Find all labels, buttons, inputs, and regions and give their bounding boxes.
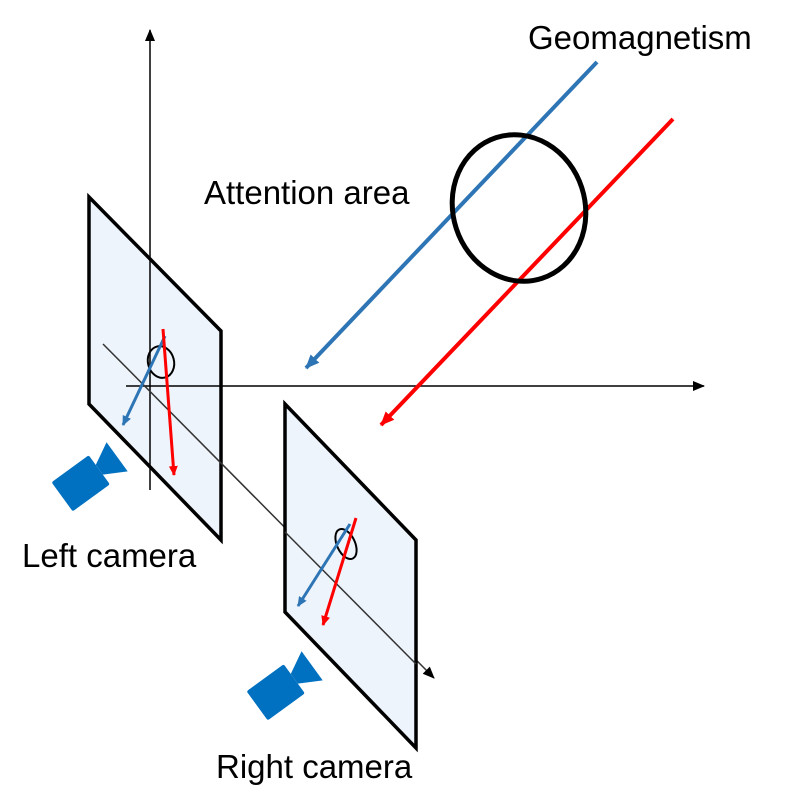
attention-area-label: Attention area — [204, 174, 410, 211]
attention-area-ellipse — [449, 132, 589, 284]
left-red-vector — [161, 328, 178, 476]
right-camera-label: Right camera — [216, 748, 413, 785]
left-blue-vector — [121, 335, 167, 426]
right-blue-vector — [296, 523, 352, 607]
video-camera-icon — [52, 442, 128, 511]
depth-axis-over-plane — [284, 531, 417, 665]
left-image-plane — [87, 192, 223, 545]
video-camera-icon — [247, 651, 323, 720]
right-attention-ellipse — [334, 528, 358, 560]
right-red-vector — [321, 517, 358, 626]
geomagnetism-label: Geomagnetism — [528, 19, 752, 56]
right-image-plane — [283, 399, 418, 753]
geomagnetism-red-vector — [379, 117, 675, 427]
left-attention-ellipse — [146, 345, 176, 379]
left-camera-label: Left camera — [22, 537, 197, 574]
